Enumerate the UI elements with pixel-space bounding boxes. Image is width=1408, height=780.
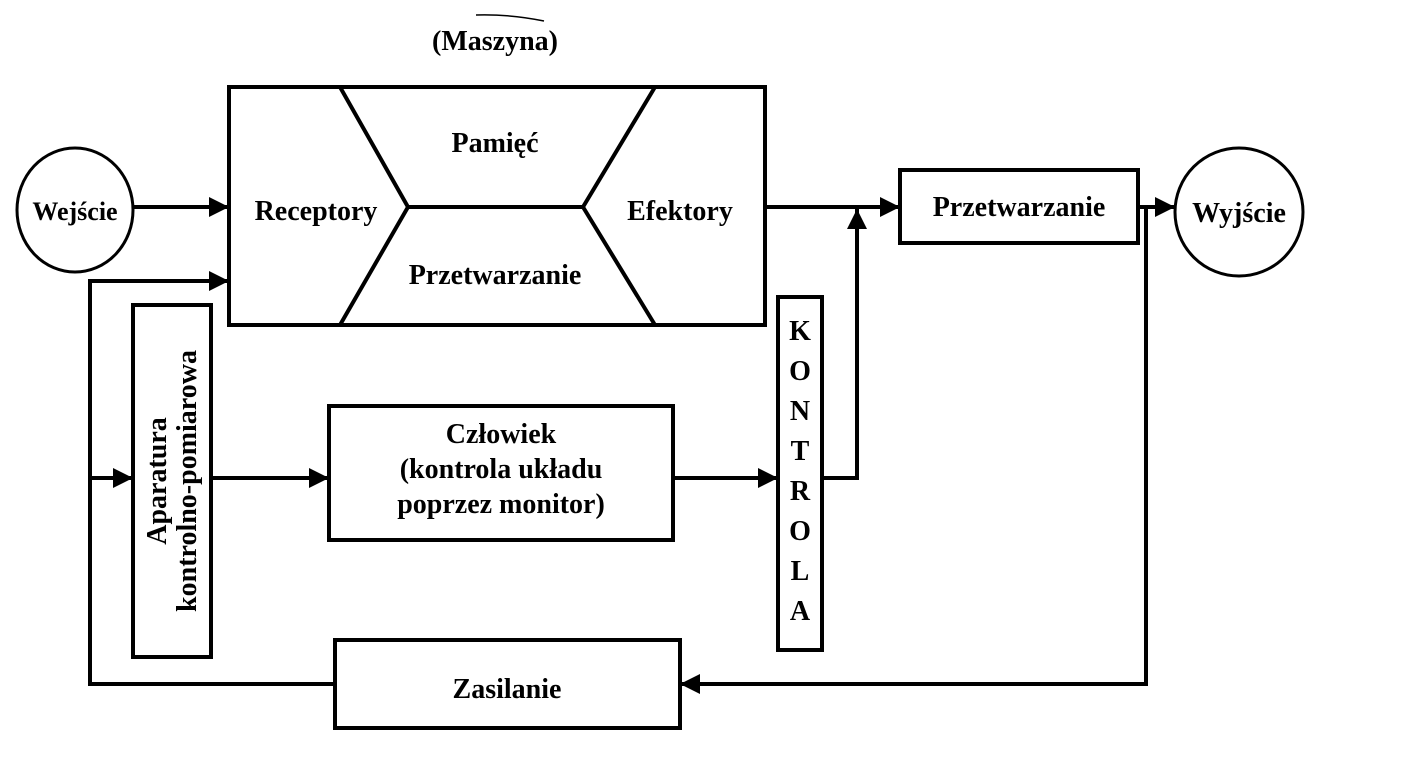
- human-label-line3: poprzez monitor): [397, 489, 605, 520]
- control-letter: K: [789, 316, 811, 347]
- arrow-control-to-line: [822, 209, 867, 480]
- control-letter: L: [791, 556, 810, 587]
- input-label: Wejście: [32, 197, 117, 226]
- control-letter: N: [790, 396, 810, 427]
- control-letter: T: [791, 436, 810, 467]
- processing-box: Przetwarzanie: [898, 168, 1140, 245]
- processing-label: Przetwarzanie: [933, 192, 1106, 223]
- apparatus-label-line1: Aparatura: [142, 417, 173, 545]
- apparatus-label-line2: kontrolno-pomiarowa: [172, 350, 203, 612]
- human-box: Człowiek (kontrola układu poprzez monito…: [327, 404, 675, 542]
- receptors-label: Receptory: [255, 196, 378, 227]
- memory-label: Pamięć: [451, 128, 538, 159]
- effectors-label: Efektory: [627, 196, 733, 227]
- input-node: Wejście: [15, 146, 135, 274]
- machine-processing-label: Przetwarzanie: [409, 260, 582, 291]
- arrow-output-to-power: [680, 207, 1148, 694]
- control-letter: O: [789, 356, 811, 387]
- overline-mark: [475, 14, 545, 22]
- control-letter: O: [789, 516, 811, 547]
- control-letter: A: [790, 596, 811, 627]
- output-label: Wyjście: [1192, 198, 1286, 229]
- power-box: Zasilanie: [333, 638, 682, 730]
- power-label: Zasilanie: [453, 674, 562, 705]
- machine-label: (Maszyna): [432, 26, 558, 57]
- output-node: Wyjście: [1173, 146, 1305, 278]
- human-label-line2: (kontrola układu: [400, 454, 603, 485]
- machine-box: Pamięć Receptory Efektory Przetwarzanie: [227, 85, 767, 327]
- apparatus-box: Aparatura kontrolno-pomiarowa: [131, 303, 213, 659]
- control-box: K O N T R O L A: [776, 295, 824, 652]
- human-label-line1: Człowiek: [446, 419, 557, 450]
- arrow-power-to-machine: [88, 271, 335, 686]
- control-letter: R: [790, 476, 811, 507]
